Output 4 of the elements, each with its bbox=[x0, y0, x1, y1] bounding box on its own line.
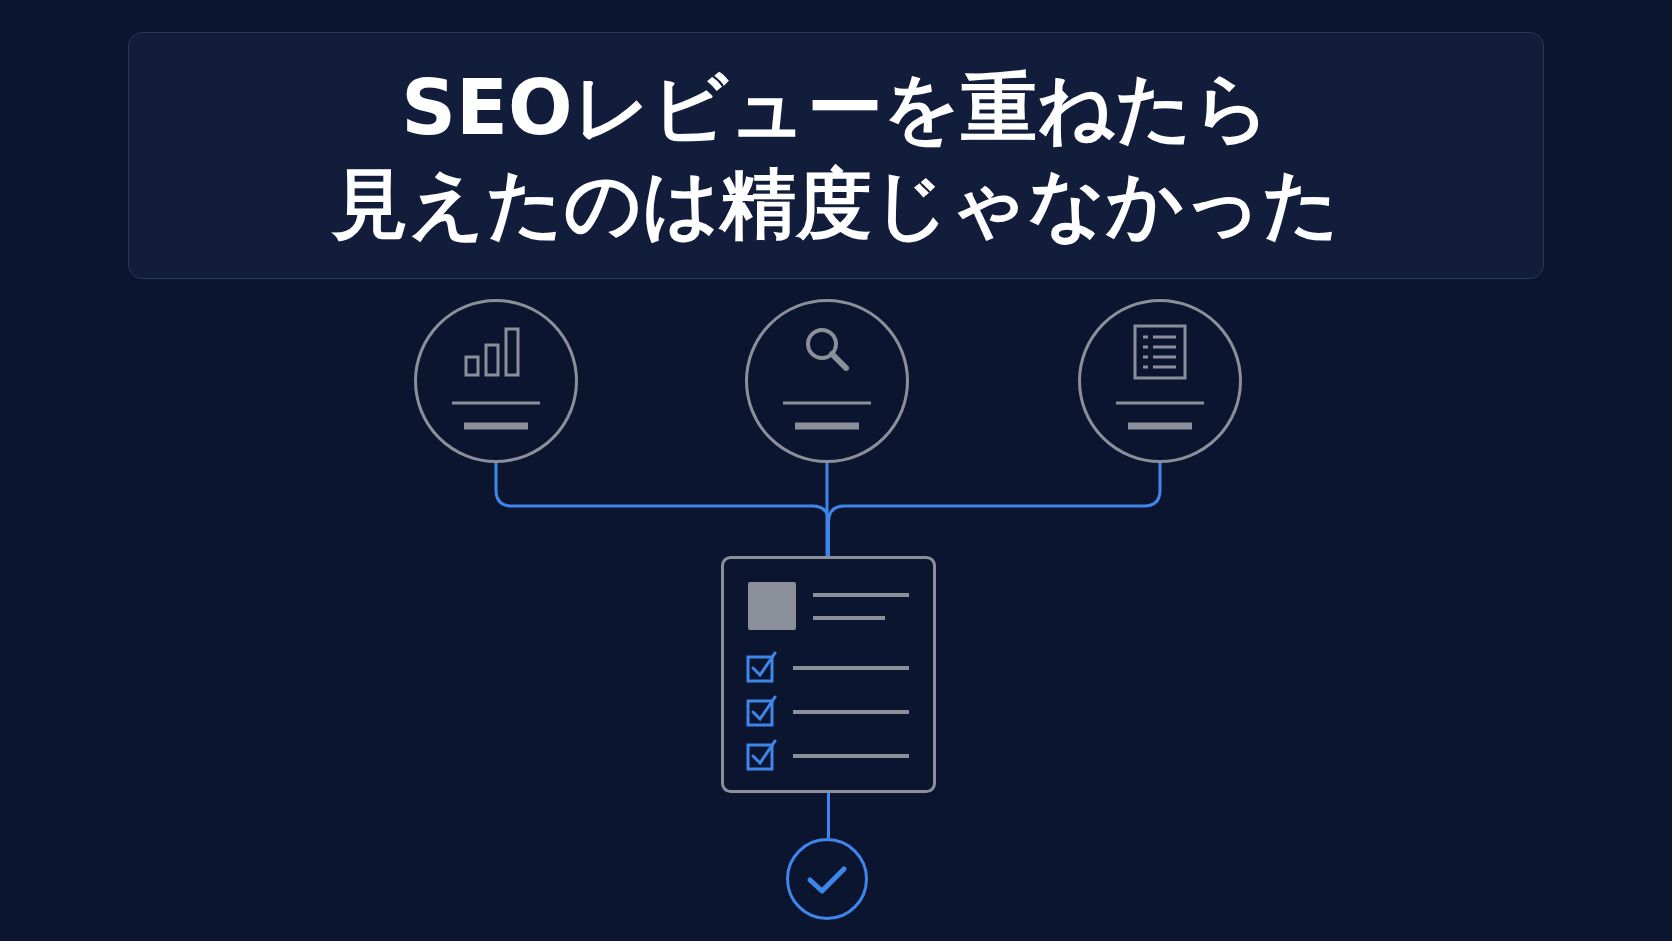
connector-line bbox=[827, 463, 1162, 556]
connector-line bbox=[827, 793, 830, 838]
title: SEOレビューを重ねたら見えたのは精度じゃなかった bbox=[332, 61, 1340, 250]
connector-line bbox=[825, 463, 829, 556]
